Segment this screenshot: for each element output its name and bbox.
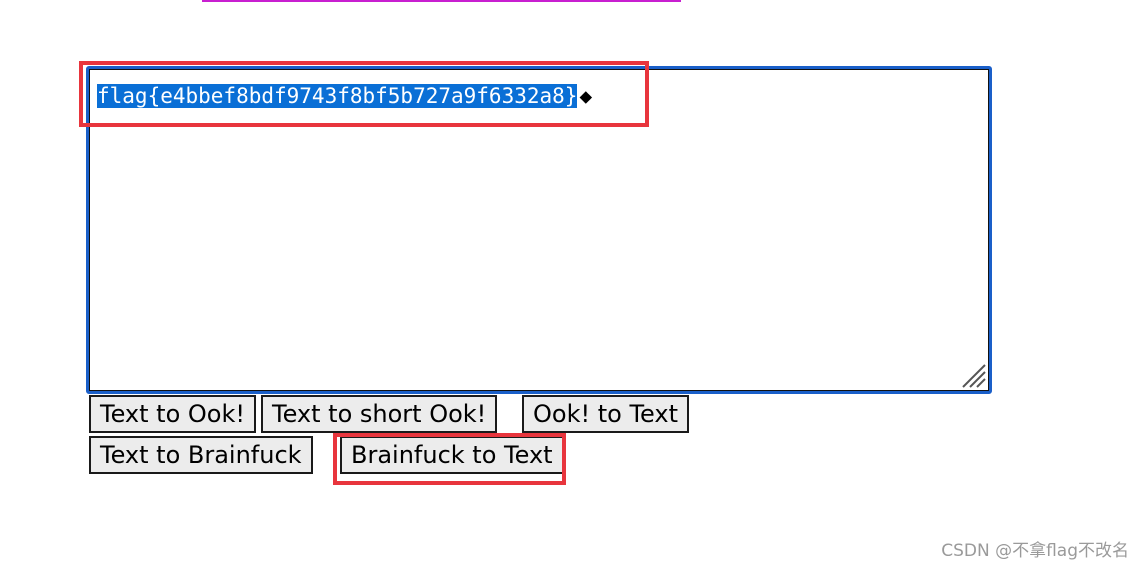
selected-flag-text[interactable]: flag{e4bbef8bdf9743f8bf5b727a9f6332a8} xyxy=(97,84,578,108)
resize-grip-icon[interactable] xyxy=(955,357,987,389)
watermark: CSDN @不拿flag不改名 xyxy=(941,541,1129,561)
top-divider xyxy=(202,0,681,2)
brainfuck-to-text-button[interactable]: Brainfuck to Text xyxy=(340,436,564,474)
ook-to-text-button[interactable]: Ook! to Text xyxy=(522,395,689,433)
text-to-brainfuck-button[interactable]: Text to Brainfuck xyxy=(89,436,313,474)
text-to-ook-button[interactable]: Text to Ook! xyxy=(89,395,256,433)
code-textarea[interactable]: flag{e4bbef8bdf9743f8bf5b727a9f6332a8}◆ xyxy=(86,66,992,394)
textarea-inner-border xyxy=(89,69,989,391)
text-to-short-ook-button[interactable]: Text to short Ook! xyxy=(261,395,498,433)
textarea-content[interactable]: flag{e4bbef8bdf9743f8bf5b727a9f6332a8}◆ xyxy=(97,83,592,109)
invalid-char-icon: ◆ xyxy=(579,84,593,108)
